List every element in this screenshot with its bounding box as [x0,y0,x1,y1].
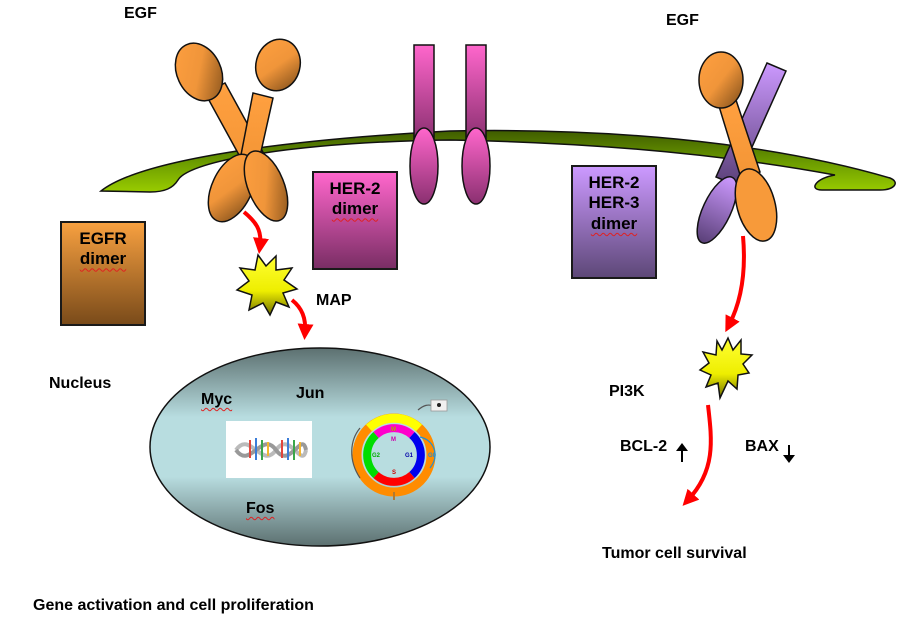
her23-box-line2: HER-3 [588,193,640,213]
her2-kinase-left [409,127,439,205]
phase-g0-label: G0 [428,453,437,459]
bcl2-up-arrow-icon [676,443,688,462]
her23-box-line1: HER-2 [588,173,640,192]
her-to-pi3k-arrow [725,235,746,333]
bax-down-arrow-icon [783,445,795,463]
map-kinase-star [235,253,299,317]
gene-activation-label: Gene activation and cell proliferation [33,597,314,614]
pi3k-label: PI3K [609,383,645,400]
egfr-to-map-arrow [242,210,269,254]
her2-dimer-box: HER-2 dimer [312,171,398,270]
her2-ligand-domain [698,51,744,109]
fos-label: Fos [246,500,275,517]
tumor-survival-label: Tumor cell survival [602,545,747,562]
phase-g2-segment [363,432,379,478]
egfr-box-line1: EGFR [79,229,127,248]
bax-label: BAX [745,438,779,455]
dna-helix-icon [226,421,312,478]
her2-box-line2: dimer [331,199,379,219]
her2-her3-dimer-box: HER-2 HER-3 dimer [571,165,657,279]
myc-label: Myc [201,391,233,408]
nucleus-label: Nucleus [49,375,112,392]
her2-stalk-left [413,44,435,141]
egf-label-left: EGF [124,5,157,22]
her2-her3-receptor [696,51,787,244]
egfr-ligand-domain-right [254,38,302,92]
her2-stalk-right [465,44,487,141]
map-to-nucleus-arrow [290,298,314,340]
her23-box-line3: dimer [590,213,638,233]
egfr-ligand-domain-left [174,42,224,102]
cell-cycle-wheel: M M G1 S G2 G0 [351,399,448,500]
her2-receptor-pair [409,44,491,205]
pi3k-to-survival-arrow [682,404,713,506]
phase-m-segment [373,424,415,439]
egfr-box-line2: dimer [79,249,127,269]
cycle-outer-m-segment [365,413,423,432]
her2-kinase-right [461,127,491,205]
phase-g1-segment [409,432,425,478]
her2-kinase [734,168,778,242]
cycle-outer-label: M [391,427,396,433]
phase-m-label: M [391,437,396,443]
egfr-kinase-domain-right [243,150,289,222]
bcl2-label: BCL-2 [620,438,668,455]
phase-s-label: S [392,470,396,476]
her3-kinase [696,176,738,244]
egf-label-right: EGF [666,12,699,29]
pi3k-kinase-star [698,336,754,401]
egfr-dimer-box: EGFR dimer [60,221,146,326]
jun-label: Jun [296,385,325,402]
her2-box-line1: HER-2 [329,179,381,198]
nucleus [149,347,491,547]
phase-s-segment [373,471,415,486]
egfr-dimer-receptor [174,38,302,223]
phase-g2-label: G2 [372,453,381,459]
phase-g1-label: G1 [405,453,414,459]
cycle-direction-arrow [351,427,361,479]
map-label: MAP [316,292,352,309]
g0-exit-arrow [419,436,436,469]
